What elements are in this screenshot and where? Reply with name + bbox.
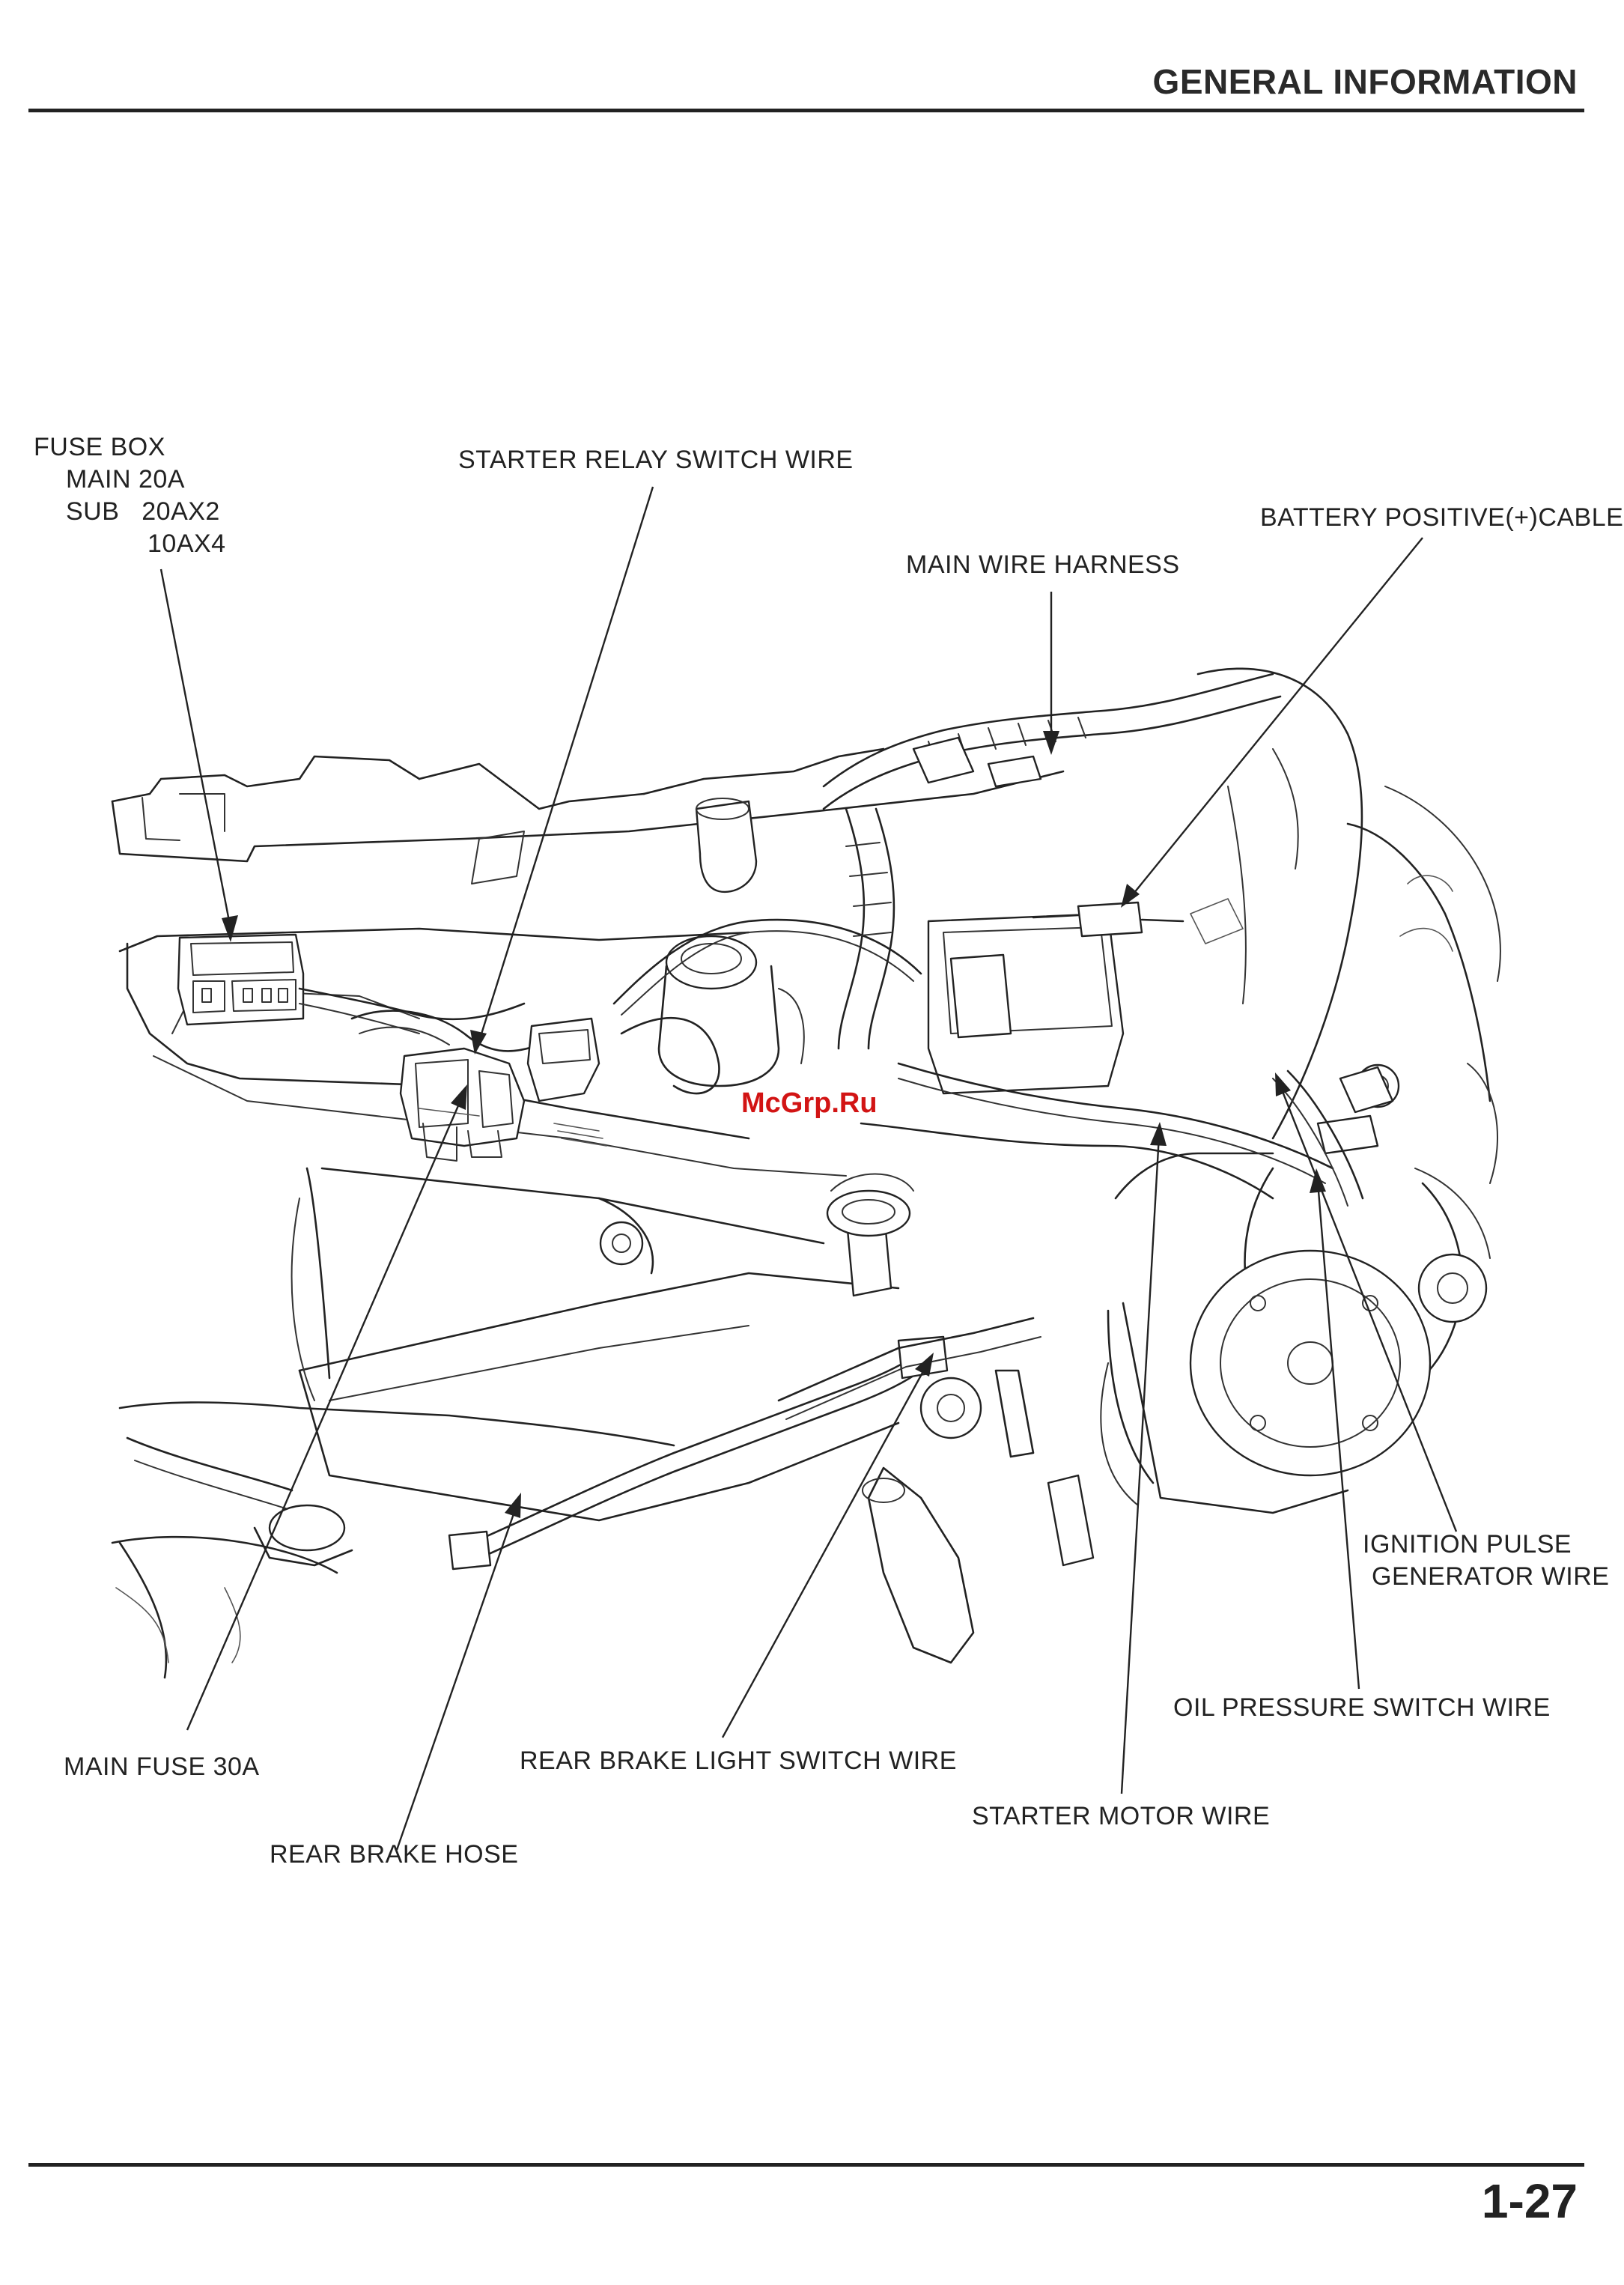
watermark: McGrp.Ru (741, 1087, 878, 1119)
label-fuse-box-sub-10a: 10AX4 (148, 529, 226, 558)
motorcycle-line-art (112, 669, 1500, 1678)
label-generator-wire: GENERATOR WIRE (1372, 1562, 1609, 1591)
label-battery-positive-cable: BATTERY POSITIVE(+)CABLE (1260, 503, 1623, 532)
label-starter-motor-wire: STARTER MOTOR WIRE (972, 1802, 1270, 1830)
label-main-fuse: MAIN FUSE 30A (64, 1753, 260, 1781)
footer-rule (28, 2163, 1584, 2167)
label-fuse-box-sub: SUB 20AX2 (66, 497, 220, 526)
label-rear-brake-light-switch-wire: REAR BRAKE LIGHT SWITCH WIRE (520, 1747, 957, 1775)
label-fuse-box: FUSE BOX (34, 433, 165, 461)
label-oil-pressure-switch-wire: OIL PRESSURE SWITCH WIRE (1173, 1693, 1551, 1722)
callout-labels: FUSE BOX MAIN 20A SUB 20AX2 10AX4 STARTE… (34, 433, 1623, 1869)
callout-leaders (161, 487, 1456, 1850)
label-fuse-box-main: MAIN 20A (66, 465, 185, 494)
label-starter-relay-switch-wire: STARTER RELAY SWITCH WIRE (458, 446, 854, 474)
label-main-wire-harness: MAIN WIRE HARNESS (906, 550, 1180, 579)
label-rear-brake-hose: REAR BRAKE HOSE (270, 1840, 518, 1869)
page-number: 1-27 (1482, 2173, 1578, 2229)
label-ignition-pulse: IGNITION PULSE (1363, 1530, 1572, 1559)
